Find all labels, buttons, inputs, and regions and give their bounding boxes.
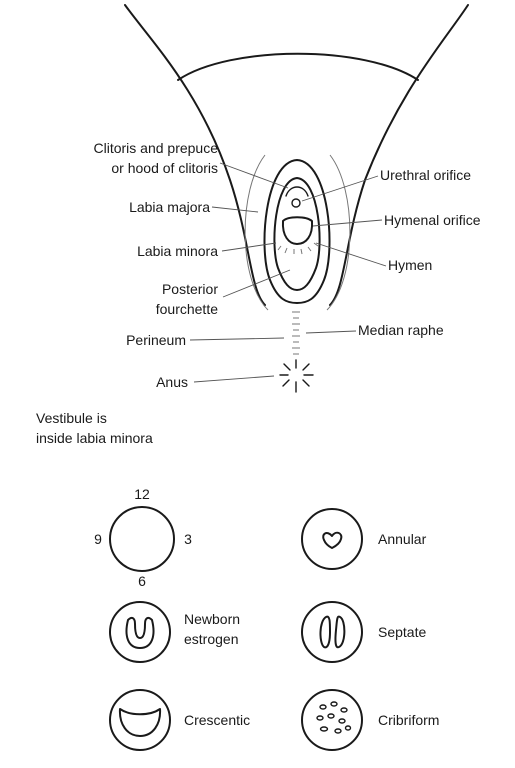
labia-majora-outer-right — [326, 154, 351, 311]
label-labia-minora: Labia minora — [137, 243, 218, 259]
label-median-raphe: Median raphe — [358, 322, 444, 338]
cribriform-circle — [301, 689, 363, 751]
label-annular: Annular — [378, 531, 427, 547]
septate-circle — [301, 601, 363, 663]
left-thigh-curve — [124, 4, 266, 306]
hymenal-orifice-shape — [281, 216, 314, 245]
urethral-orifice-shape — [291, 198, 301, 208]
hymen-type-annular: Annular — [301, 508, 427, 570]
crescentic-opening — [118, 708, 162, 737]
annular-opening — [322, 531, 343, 549]
label-urethral-orifice: Urethral orifice — [380, 167, 471, 183]
label-posterior-line1: Posterior — [162, 281, 218, 297]
hymen-type-septate: Septate — [301, 601, 426, 663]
labia-majora — [263, 159, 331, 304]
clock-label-3: 3 — [184, 531, 192, 547]
septate-opening-right — [334, 615, 346, 649]
newborn-opening — [125, 616, 155, 649]
label-crescentic: Crescentic — [184, 712, 250, 728]
label-posterior-line2: fourchette — [156, 301, 218, 317]
body-outline — [124, 4, 469, 306]
label-perineum: Perineum — [126, 332, 186, 348]
abdomen-curve — [177, 52, 419, 81]
median-raphe-line — [292, 311, 300, 355]
clock-label-12: 12 — [134, 486, 150, 502]
newborn-circle — [109, 601, 171, 663]
label-septate: Septate — [378, 624, 426, 640]
right-thigh-curve — [329, 4, 469, 306]
label-labia-majora: Labia majora — [129, 199, 210, 215]
vestibule-note-line1: Vestibule is — [36, 410, 107, 426]
label-newborn-line1: Newborn — [184, 611, 240, 627]
clitoral-hood — [285, 186, 309, 197]
hymen-type-crescentic: Crescentic — [109, 689, 250, 751]
septate-opening-left — [319, 615, 331, 649]
anus-shape — [279, 359, 314, 393]
annular-circle — [301, 508, 363, 570]
leader-lines — [189, 162, 387, 383]
hymen-type-newborn: Newborn estrogen — [109, 601, 240, 663]
labia-majora-outer-left — [244, 154, 269, 311]
clock-face: 12 9 3 6 — [94, 486, 192, 589]
label-anus: Anus — [156, 374, 188, 390]
label-newborn-line2: estrogen — [184, 631, 238, 647]
label-clitoris-line1: Clitoris and prepuce — [93, 140, 218, 156]
label-cribriform: Cribriform — [378, 712, 439, 728]
clock-circle — [109, 506, 175, 572]
clock-label-9: 9 — [94, 531, 102, 547]
label-clitoris-line2: or hood of clitoris — [111, 160, 218, 176]
vulva — [244, 154, 351, 311]
label-hymenal-orifice: Hymenal orifice — [384, 212, 481, 228]
label-hymen: Hymen — [388, 257, 432, 273]
cribriform-openings — [316, 701, 352, 734]
crescentic-circle — [109, 689, 171, 751]
labia-minora — [273, 177, 321, 291]
vestibule-note-line2: inside labia minora — [36, 430, 153, 446]
hymen-type-cribriform: Cribriform — [301, 689, 439, 751]
clock-label-6: 6 — [138, 573, 146, 589]
hymen-fringe — [277, 242, 319, 255]
